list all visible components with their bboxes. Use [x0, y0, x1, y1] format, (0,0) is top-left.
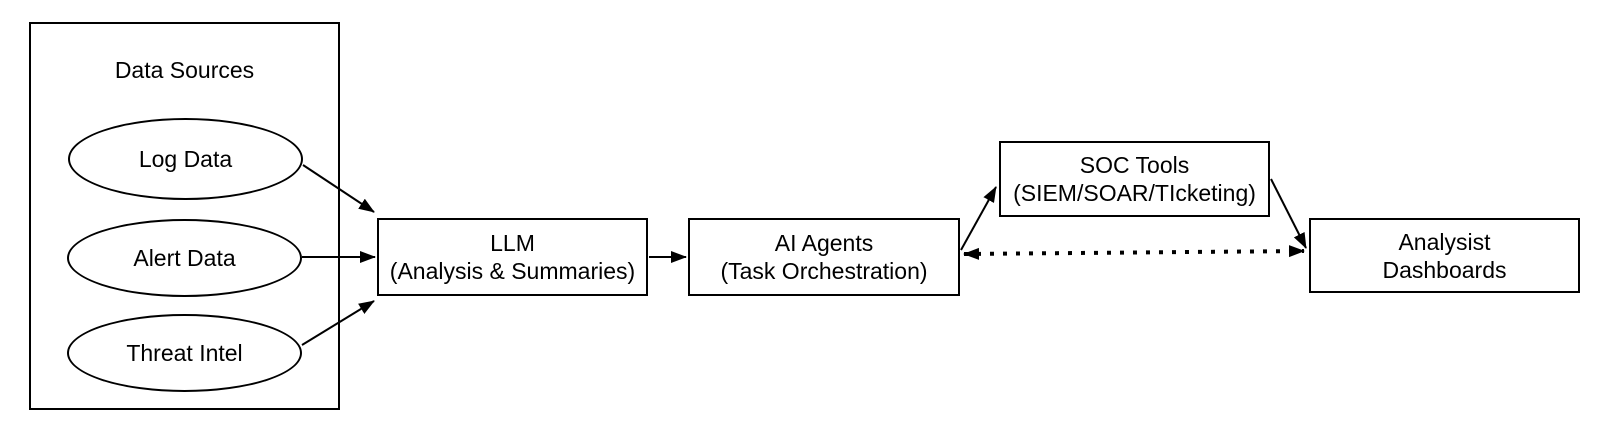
node-llm: LLM (Analysis & Summaries) [377, 218, 648, 296]
node-alert-data: Alert Data [67, 219, 302, 297]
node-soc-tools: SOC Tools (SIEM/SOAR/TIcketing) [999, 141, 1270, 217]
node-log-data-label: Log Data [138, 146, 233, 172]
node-ai-agents-label-line1: AI Agents [774, 230, 874, 256]
node-llm-label-line2: (Analysis & Summaries) [389, 258, 636, 284]
node-log-data: Log Data [68, 118, 303, 200]
node-soc-tools-label-line2: (SIEM/SOAR/TIcketing) [1013, 180, 1256, 206]
data-sources-group: Data Sources [29, 22, 340, 410]
node-threat-intel-label: Threat Intel [126, 340, 243, 366]
data-sources-title: Data Sources [114, 57, 255, 83]
edge-ai-agents-to-soc-tools [960, 186, 997, 251]
node-threat-intel: Threat Intel [67, 314, 302, 392]
node-soc-tools-label-line1: SOC Tools [1079, 152, 1190, 178]
node-analysist-dashboards: Analysist Dashboards [1309, 218, 1580, 293]
node-llm-label-line1: LLM [490, 230, 535, 256]
node-ai-agents: AI Agents (Task Orchestration) [688, 218, 960, 296]
edge-ai-agents-dashboards-dotted [963, 245, 1305, 260]
node-ai-agents-label-line2: (Task Orchestration) [720, 258, 928, 284]
node-analysist-dashboards-label-line2: Dashboards [1382, 256, 1507, 283]
edge-soc-tools-to-dashboards [1270, 178, 1307, 249]
node-analysist-dashboards-label-line1: Analysist [1398, 228, 1491, 255]
node-alert-data-label: Alert Data [133, 245, 236, 271]
